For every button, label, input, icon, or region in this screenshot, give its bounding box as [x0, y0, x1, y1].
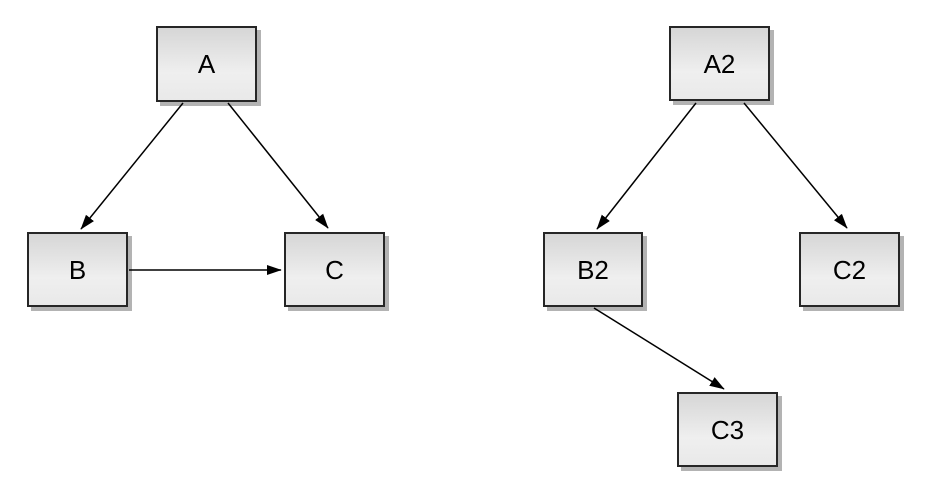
edge-b2-to-c3 [593, 307, 725, 390]
node-a2[interactable]: A2 [669, 26, 770, 101]
node-a-label: A [197, 49, 216, 79]
edge-a-to-c [227, 102, 329, 229]
edge-a2-to-b2 [596, 102, 697, 230]
node-c[interactable]: C [284, 232, 385, 307]
node-c3-label: C3 [710, 414, 745, 445]
edge-a2-to-c2 [743, 102, 848, 229]
node-a[interactable]: A [156, 26, 257, 102]
node-c3[interactable]: C3 [677, 392, 778, 467]
node-c2[interactable]: C2 [799, 232, 900, 307]
node-c2-label: C2 [832, 254, 867, 285]
node-b2-label: B2 [577, 254, 609, 285]
node-b[interactable]: B [27, 232, 128, 307]
node-b2[interactable]: B2 [543, 232, 643, 307]
node-a2-label: A2 [703, 48, 736, 79]
edge-a-to-b [80, 102, 184, 230]
node-c-label: C [325, 254, 344, 285]
node-b-label: B [68, 254, 87, 285]
